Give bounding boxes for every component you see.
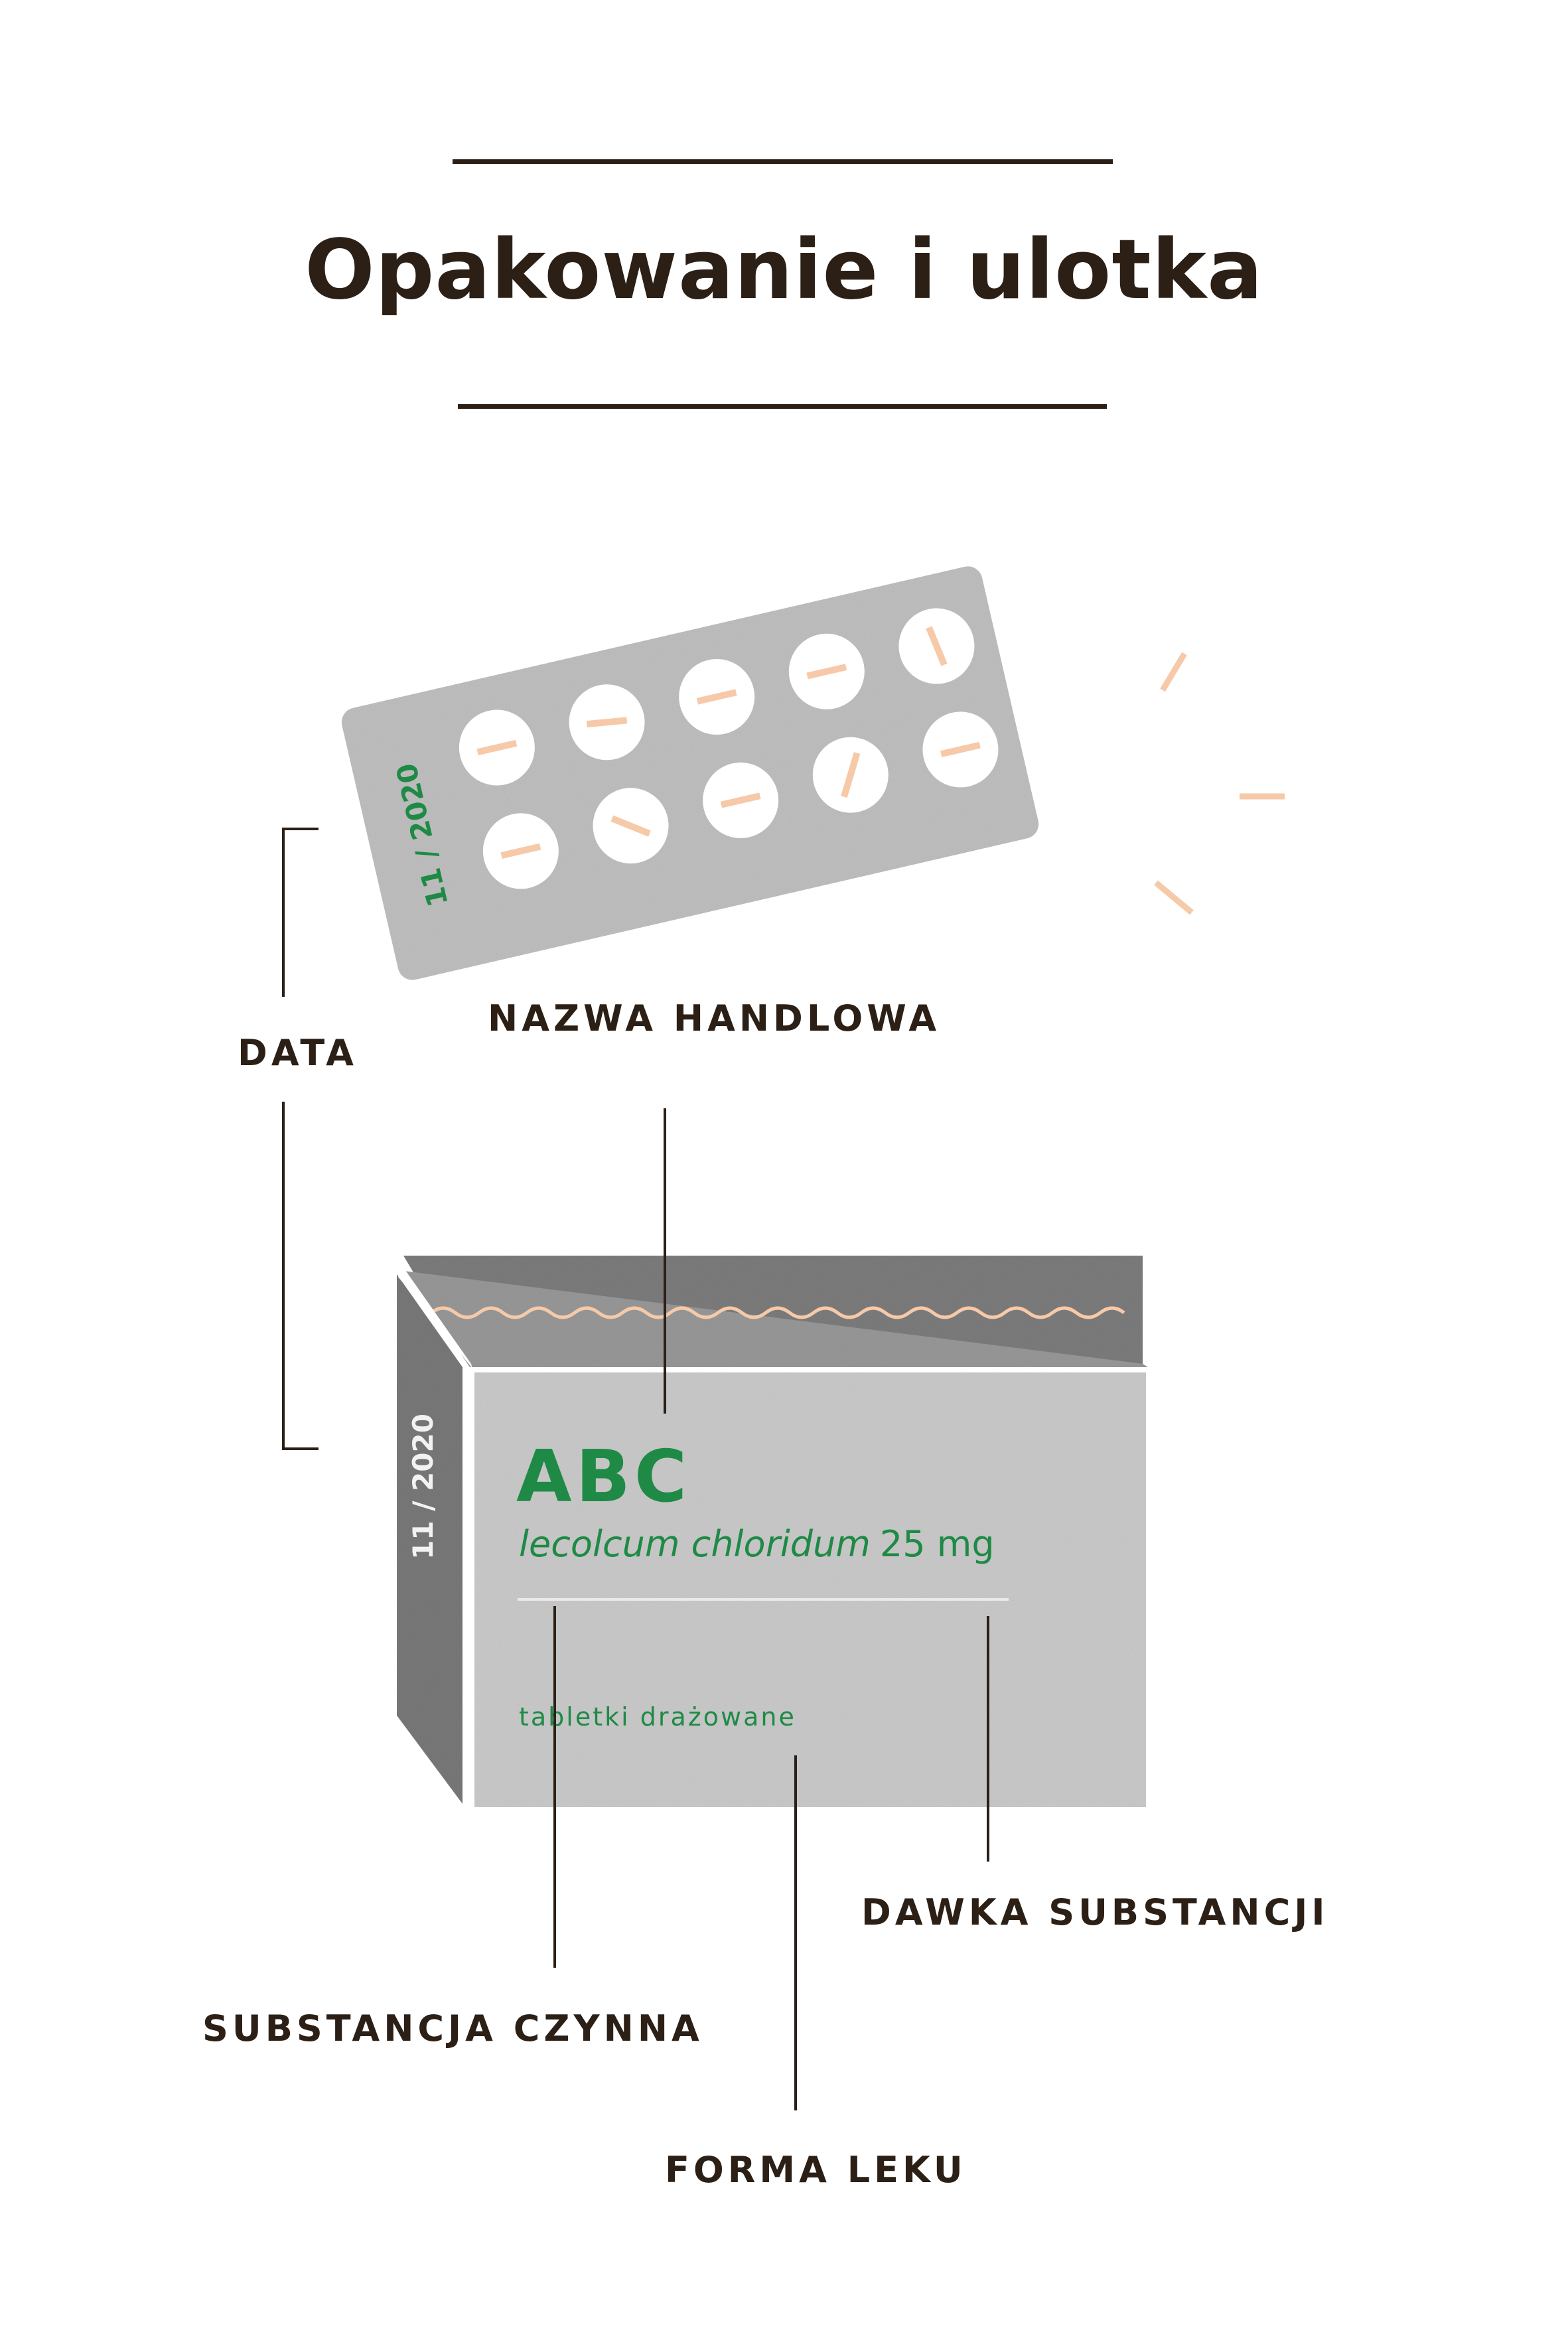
sparkle: [1154, 880, 1194, 915]
box-brand-name: ABC: [516, 1435, 691, 1518]
box-side-date: 11 / 2020: [407, 1414, 439, 1560]
sparkle: [1160, 652, 1187, 692]
leader-dose: [987, 1616, 989, 1862]
label-active-substance: SUBSTANCJA CZYNNA: [202, 2008, 703, 2049]
box-wavy-edge: [430, 1306, 1125, 1319]
box-side: [397, 1274, 463, 1804]
date-bracket-upper: [282, 828, 285, 997]
sparkle-marks: [1154, 652, 1285, 915]
date-bracket-bottom-tick: [282, 1447, 319, 1450]
label-trade-name: NAZWA HANDLOWA: [488, 997, 941, 1039]
leader-active-substance: [553, 1606, 556, 1968]
box-lid-fold: [403, 1271, 1148, 1367]
box-edge-highlight: [398, 1268, 472, 1368]
box-front: [474, 1372, 1146, 1807]
page-title: Opakowanie i ulotka: [305, 222, 1263, 318]
title-rule-top: [453, 159, 1113, 164]
title-rule-bottom: [458, 404, 1107, 409]
leader-form: [794, 1755, 797, 2110]
label-date: DATA: [238, 1032, 358, 1074]
blister-pack: 11 / 2020: [341, 566, 1039, 980]
leader-trade-name: [664, 1108, 666, 1414]
box-form: tabletki drażowane: [519, 1702, 796, 1731]
label-form: FORMA LEKU: [665, 2149, 967, 2191]
pill-score-marks: [476, 626, 981, 859]
date-bracket-lower: [282, 1102, 285, 1450]
label-dose: DAWKA SUBSTANCJI: [861, 1891, 1329, 1933]
date-bracket-top-tick: [282, 828, 319, 830]
